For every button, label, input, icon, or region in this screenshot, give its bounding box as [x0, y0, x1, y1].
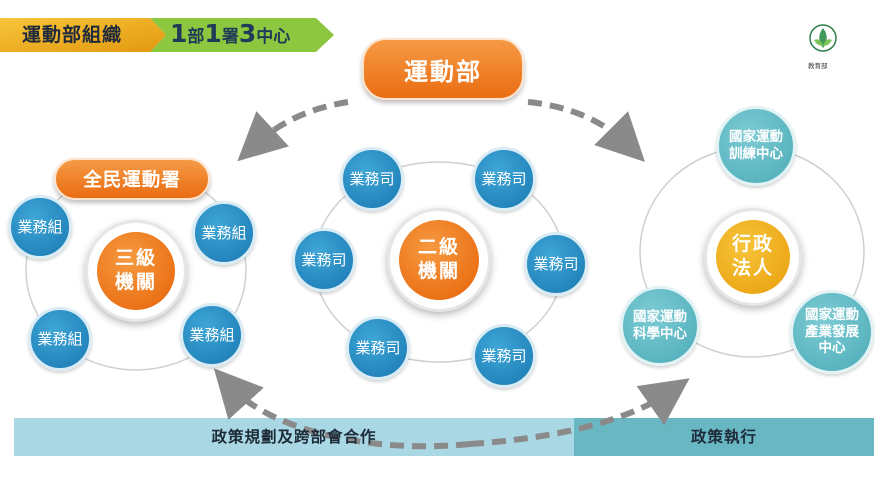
- arrow-bottom-left: [213, 368, 471, 450]
- summary-num-3: 3: [238, 19, 257, 48]
- footer-right-bar: [574, 418, 874, 456]
- summary-num-2: 1: [204, 19, 222, 48]
- right-center-industry: 國家運動產業發展中心: [790, 290, 874, 374]
- right-core: 行政法人: [716, 220, 790, 294]
- left-core-line-1: 三級: [114, 247, 157, 270]
- ministry-seal-icon: [809, 24, 837, 52]
- center-dept-4: 業務司: [524, 232, 588, 296]
- left-group-4: 業務組: [180, 303, 244, 367]
- training-line-2: 訓練中心: [729, 146, 783, 162]
- arrow-top-right: [527, 99, 645, 162]
- industry-line-1: 國家運動: [805, 306, 859, 323]
- training-line-1: 國家運動: [729, 129, 783, 146]
- footer-left-label: 政策規劃及跨部會合作: [211, 428, 377, 446]
- footer-right-label: 政策執行: [690, 428, 757, 446]
- right-center-science: 國家運動科學中心: [620, 286, 700, 366]
- left-group-2: 業務組: [192, 201, 256, 265]
- center-core-line-2: 機關: [417, 260, 460, 282]
- left-core: 三級機關: [97, 232, 175, 310]
- left-group-3: 業務組: [28, 307, 92, 371]
- industry-line-2: 產業發展: [805, 323, 859, 340]
- center-dept-1: 業務司: [340, 147, 404, 211]
- industry-line-3: 中心: [818, 340, 846, 357]
- arrow-top-left: [237, 99, 349, 162]
- left-group-1: 業務組: [8, 195, 72, 259]
- summary-unit-2: 署: [221, 27, 239, 47]
- right-center-training: 國家運動訓練中心: [716, 106, 796, 186]
- center-dept-3: 業務司: [292, 228, 356, 292]
- summary-num-1: 1: [170, 19, 188, 48]
- center-core: 二級機關: [399, 220, 479, 300]
- header-summary: 1部1署3中心: [170, 17, 290, 51]
- header-summary-banner: [150, 18, 334, 52]
- right-core-line-2: 法人: [731, 257, 774, 279]
- ministry-pill: 運動部: [362, 38, 524, 100]
- center-dept-5: 業務司: [346, 316, 410, 380]
- header-title: 運動部組織: [22, 24, 123, 46]
- center-dept-2: 業務司: [472, 147, 536, 211]
- summary-unit-1: 部: [187, 27, 205, 47]
- center-core-line-1: 二級: [417, 236, 460, 259]
- arrow-bottom-right: [469, 378, 690, 447]
- logo-caption: 教育部: [808, 62, 828, 70]
- center-dept-6: 業務司: [472, 324, 536, 388]
- science-line-2: 科學中心: [633, 326, 687, 342]
- science-line-1: 國家運動: [633, 309, 687, 326]
- sport-admin-pill: 全民運動署: [54, 158, 210, 200]
- right-core-line-1: 行政: [731, 233, 774, 256]
- left-core-line-2: 機關: [114, 271, 157, 293]
- header-title-banner: [0, 18, 166, 52]
- ministry-logo: 教育部: [800, 16, 846, 70]
- summary-unit-3: 中心: [256, 27, 291, 47]
